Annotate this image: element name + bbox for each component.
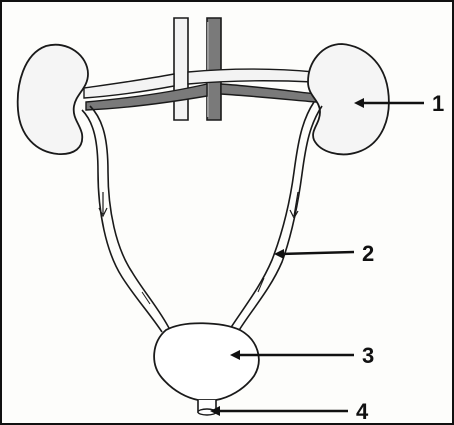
callout-label-4: 4 — [356, 399, 369, 424]
renal-vessels — [84, 69, 316, 110]
right-renal-vein — [188, 69, 314, 84]
right-ureter — [228, 102, 314, 332]
urinary-bladder — [154, 323, 259, 400]
bladder-group — [154, 323, 259, 415]
callout-label-2: 2 — [362, 241, 374, 266]
right-kidney — [308, 44, 389, 154]
left-kidney — [18, 45, 88, 154]
right-renal-artery — [221, 84, 316, 102]
kidneys — [18, 44, 389, 154]
vena-cava-light — [174, 18, 188, 120]
callout-label-1: 1 — [432, 91, 444, 116]
callout-arrow-2 — [280, 252, 354, 254]
aorta-dark — [207, 18, 221, 120]
ureters — [82, 102, 322, 332]
great-vessels — [174, 18, 221, 120]
callout-label-3: 3 — [362, 343, 374, 368]
